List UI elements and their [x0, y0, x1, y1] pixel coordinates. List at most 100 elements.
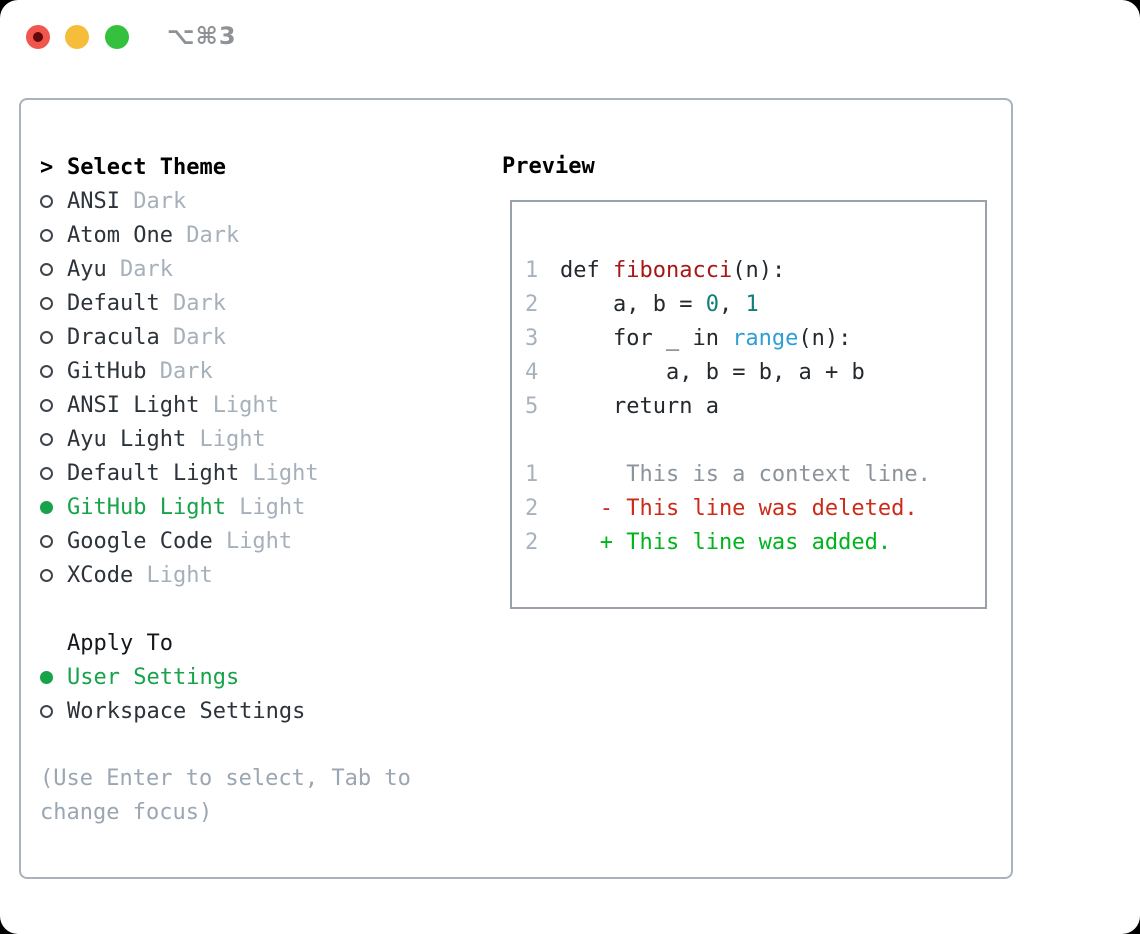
theme-variant: Dark [172, 290, 226, 316]
radio-icon [40, 194, 53, 208]
window-titlebar: ⌥⌘3 [0, 0, 1140, 72]
select-theme-header: > Select Theme [40, 150, 472, 184]
token-var: a [798, 360, 812, 385]
token-plain: return [560, 394, 706, 419]
token-var: b [758, 360, 772, 385]
code-text: def fibonacci(n): [560, 254, 785, 288]
token-plain [560, 292, 613, 317]
apply-to-header: Apply To [40, 626, 472, 660]
theme-option-github-light[interactable]: GitHub Light Light [40, 490, 472, 524]
apply-option-workspace-settings[interactable]: Workspace Settings [40, 694, 472, 728]
theme-name: GitHub [67, 358, 147, 384]
marker [40, 568, 67, 582]
theme-name: Ayu Light [67, 426, 187, 452]
radio-icon [40, 568, 53, 582]
theme-name: Ayu [67, 256, 107, 282]
marker [40, 398, 67, 412]
diff-text: - This line was deleted. [560, 496, 918, 521]
focus-caret-icon: > [40, 154, 54, 180]
traffic-light-close-button[interactable] [26, 25, 50, 49]
marker [40, 500, 67, 514]
token-plain: = [718, 360, 759, 385]
token-plain: for _ in [560, 326, 733, 351]
theme-name: Dracula [67, 324, 160, 350]
token-var: b [851, 360, 865, 385]
theme-name: Google Code [67, 528, 213, 554]
hint-text: (Use Enter to select, Tab to change focu… [40, 766, 411, 825]
token-var: a [665, 360, 680, 385]
theme-variant: Light [146, 562, 213, 588]
line-number: 4 [525, 360, 539, 385]
marker [40, 534, 67, 548]
token-plain: (n): [798, 326, 852, 351]
code-line: 4 a, b = b, a + b [525, 356, 985, 390]
line-number: 1 [525, 462, 539, 487]
radio-icon [40, 466, 53, 480]
theme-option-dracula[interactable]: Dracula Dark [40, 320, 472, 354]
theme-name: Atom One [67, 222, 173, 248]
traffic-light-minimize-button[interactable] [65, 25, 89, 49]
theme-name: GitHub Light [67, 494, 226, 520]
marker [40, 194, 67, 208]
diff-text: + This line was added. [560, 530, 892, 555]
token-plain: (n): [732, 258, 786, 283]
radio-selected-icon [40, 670, 53, 684]
radio-icon [40, 262, 53, 276]
radio-icon [40, 704, 53, 718]
token-var: a [705, 394, 719, 419]
diff-text: This is a context line. [560, 462, 931, 487]
theme-variant: Dark [172, 324, 226, 350]
diff-line-context: 1 This is a context line. [525, 458, 985, 492]
code-text: return a [560, 390, 719, 424]
theme-variant: Dark [133, 188, 187, 214]
radio-icon [40, 364, 53, 378]
apply-option-label: User Settings [67, 664, 240, 690]
marker [40, 330, 67, 344]
code-text: a, b = 0, 1 [560, 288, 759, 322]
theme-option-ayu[interactable]: Ayu Dark [40, 252, 472, 286]
spacer [40, 592, 472, 626]
code-text: for _ in range(n): [560, 322, 851, 356]
marker [40, 466, 67, 480]
section-title-select-theme: Select Theme [67, 154, 226, 180]
line-number: 2 [525, 292, 539, 317]
token-var: b [705, 360, 719, 385]
blank-line [525, 424, 985, 458]
theme-variant: Light [252, 460, 319, 486]
theme-option-google-code[interactable]: Google Code Light [40, 524, 472, 558]
token-plain: def [560, 258, 613, 283]
theme-variant: Light [212, 392, 279, 418]
diff-preview: 1 This is a context line.2 - This line w… [525, 458, 985, 560]
marker [40, 228, 67, 242]
window-title: ⌥⌘3 [167, 22, 237, 50]
diff-line-added: 2 + This line was added. [525, 526, 985, 560]
theme-variant: Light [225, 528, 293, 554]
marker [40, 296, 67, 310]
token-plain: , [626, 292, 653, 317]
apply-option-label: Workspace Settings [67, 698, 306, 724]
traffic-light-zoom-button[interactable] [105, 25, 129, 49]
token-func: fibonacci [612, 258, 733, 283]
token-plain: , [718, 292, 746, 317]
token-plain: = [665, 292, 706, 317]
section-title-apply-to: Apply To [67, 630, 173, 656]
theme-variant: Light [239, 494, 306, 520]
apply-option-user-settings[interactable]: User Settings [40, 660, 472, 694]
token-plain: + [811, 360, 852, 385]
theme-variant: Dark [119, 256, 173, 282]
radio-icon [40, 534, 53, 548]
